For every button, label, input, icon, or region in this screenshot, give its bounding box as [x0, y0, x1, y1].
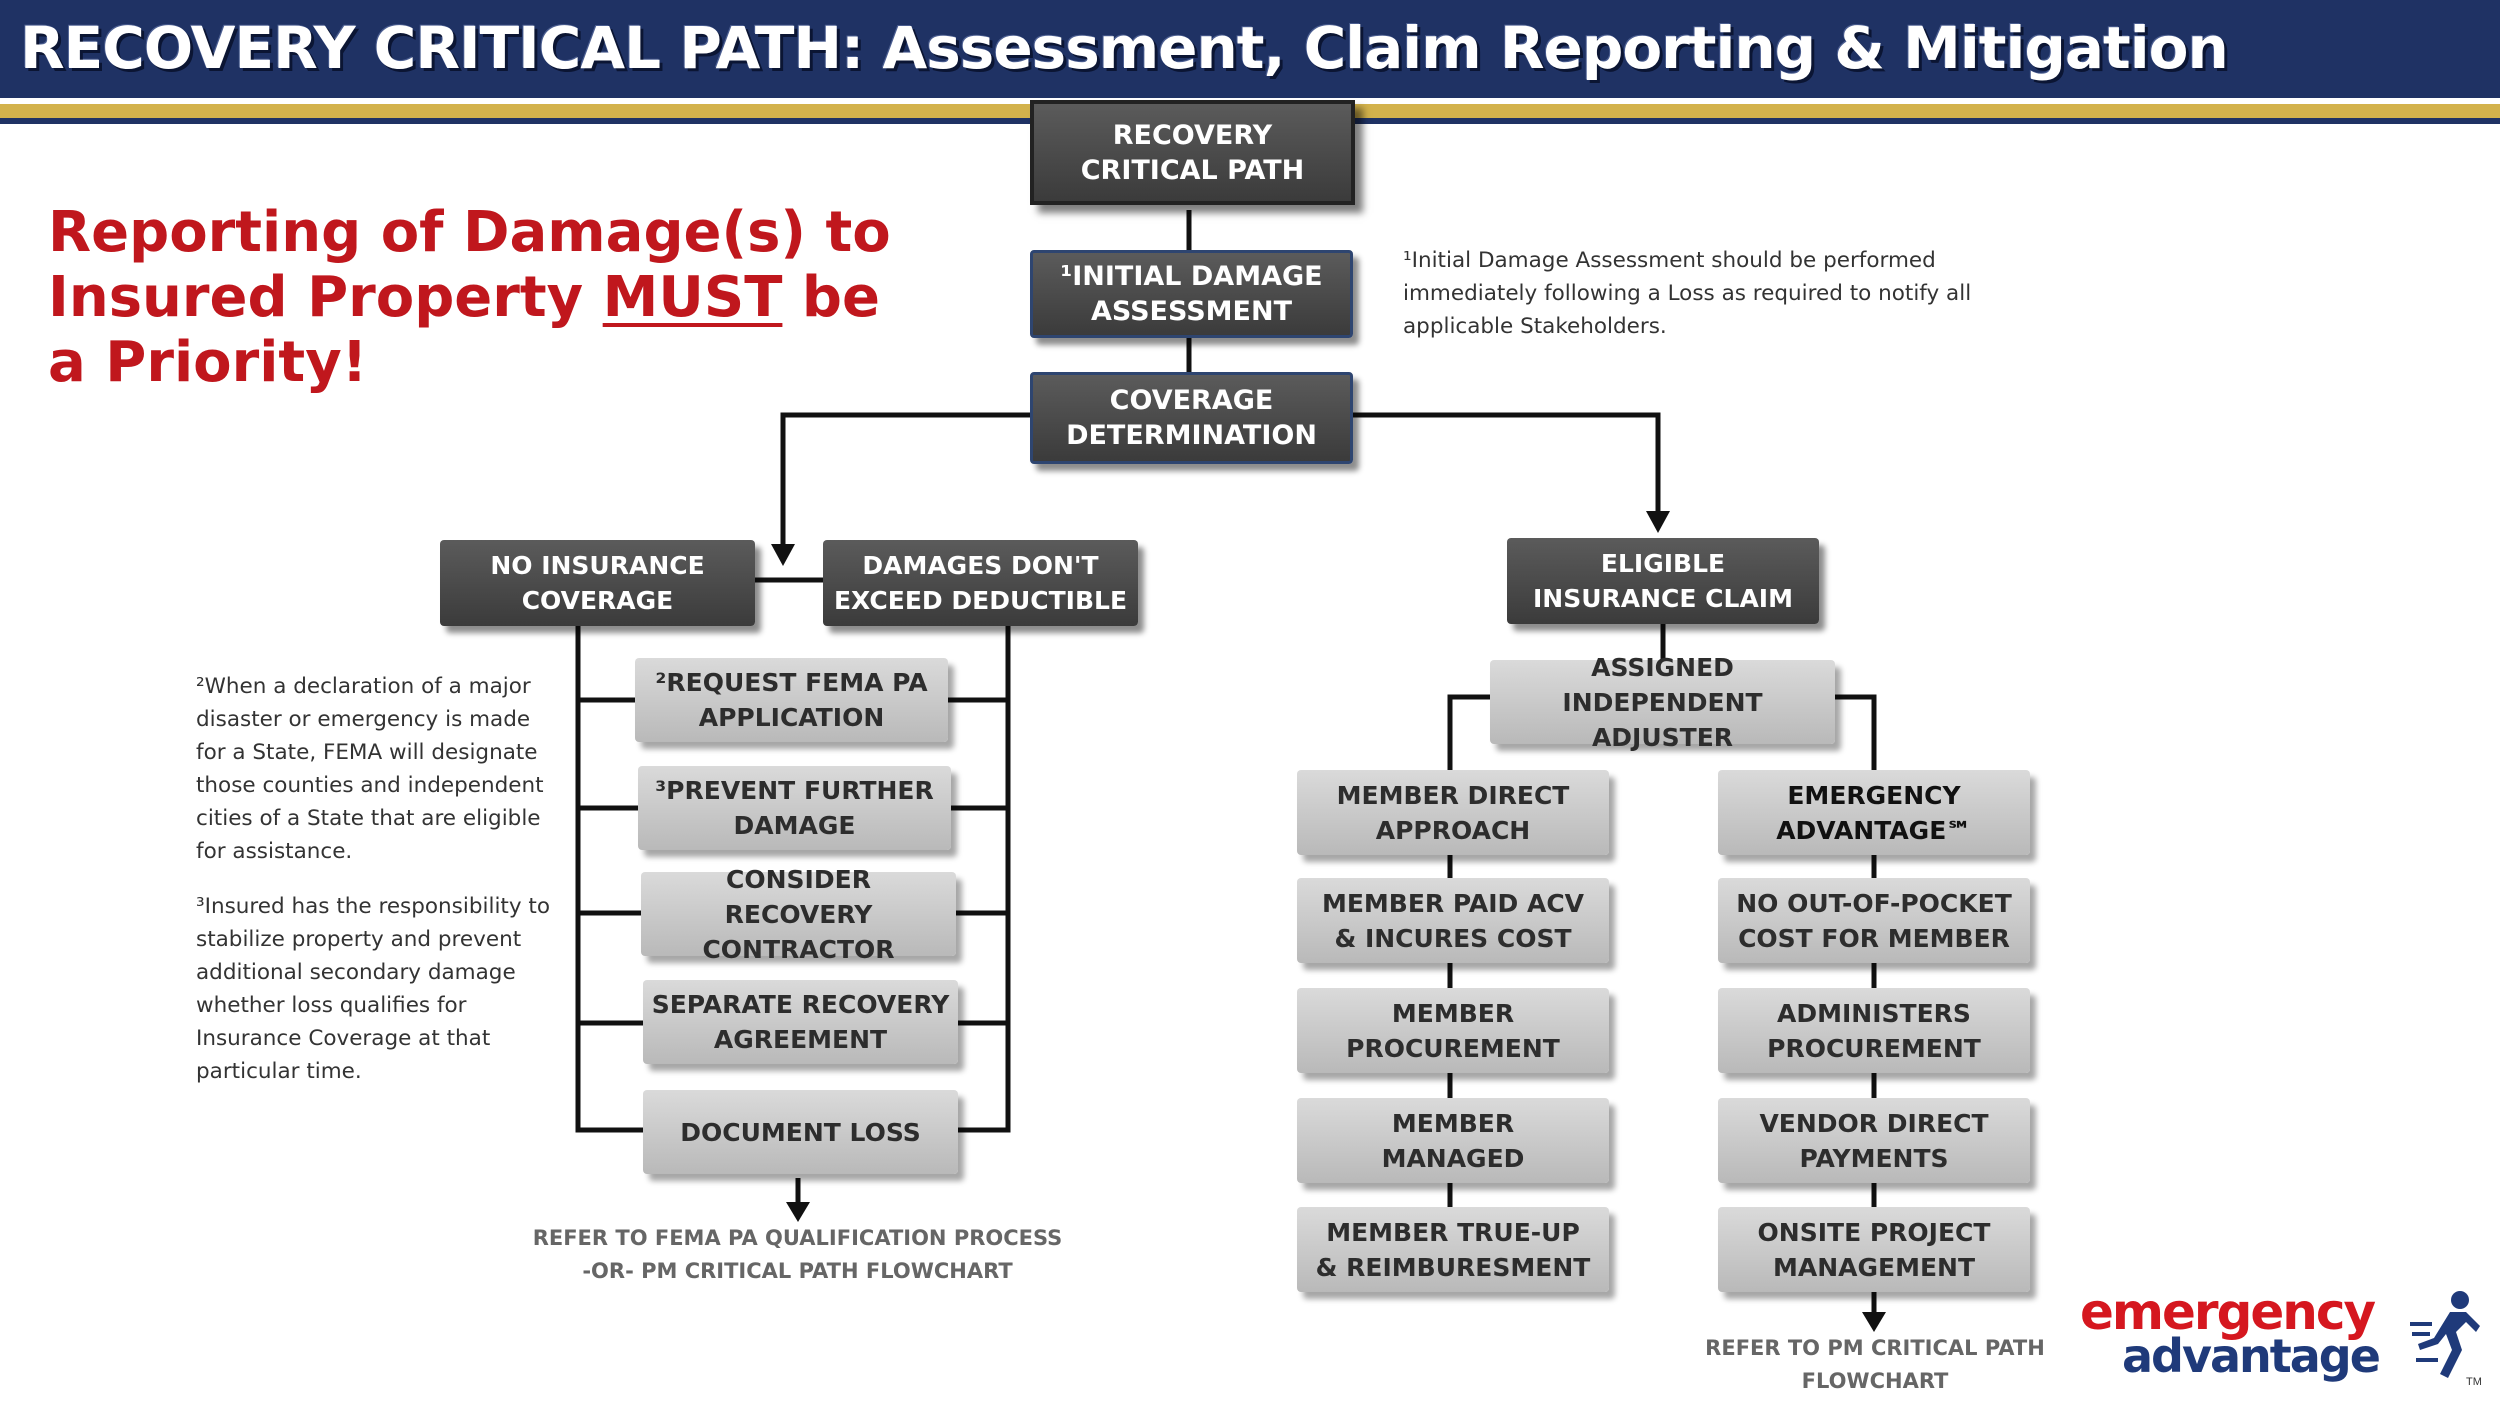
arrow-onsite-refer [1862, 1312, 1886, 1332]
eligible-insurance-claim-box: ELIGIBLE INSURANCE CLAIM [1507, 538, 1819, 624]
recovery-critical-path-box: RECOVERY CRITICAL PATH [1030, 100, 1355, 205]
member-true-up-box: MEMBER TRUE-UP & REIMBURESMENT [1297, 1207, 1609, 1292]
refer-pm-flowchart: REFER TO PM CRITICAL PATH FLOWCHART [1705, 1336, 2045, 1393]
logo-text-advantage: advantage [2122, 1329, 2381, 1383]
connector-coverage-right [1352, 412, 1661, 515]
page-title: RECOVERY CRITICAL PATH: Assessment, Clai… [20, 14, 2229, 82]
note-fema-declaration: ²When a declaration of a major disaster … [196, 674, 544, 864]
logo-trademark: TM [2466, 1376, 2482, 1388]
connector-left-bus [575, 625, 648, 1133]
logo-text-emergency: emergency [2080, 1283, 2376, 1341]
priority-callout: Reporting of Damage(s) to Insured Proper… [48, 200, 908, 395]
connector-right-bus [945, 625, 1011, 1133]
connector-coverage-left [780, 412, 1030, 548]
connector-adjuster-right [1832, 694, 1877, 770]
refer-fema-pm-flowchart: REFER TO FEMA PA QUALIFICATION PROCESS -… [532, 1226, 1063, 1283]
member-managed-box: MEMBER MANAGED [1297, 1098, 1609, 1183]
priority-line-1: Reporting of Damage(s) to [48, 200, 891, 265]
arrow-document-refer [786, 1202, 810, 1222]
initial-damage-assessment-box: ¹INITIAL DAMAGE ASSESSMENT [1030, 250, 1353, 338]
emergency-advantage-box: EMERGENCY ADVANTAGE℠ [1718, 770, 2030, 855]
onsite-project-management-box: ONSITE PROJECT MANAGEMENT [1718, 1207, 2030, 1292]
priority-line-2: Insured Property MUST be [48, 265, 908, 330]
prevent-further-damage-box: ³PREVENT FURTHER DAMAGE [638, 766, 951, 850]
priority-line-2-pre: Insured Property [48, 265, 603, 330]
must-emphasis: MUST [602, 265, 783, 330]
priority-line-3: a Priority! [48, 330, 368, 395]
consider-recovery-contractor-box: CONSIDER RECOVERY CONTRACTOR [641, 865, 956, 964]
note-insured-responsibility: ³Insured has the responsibility to stabi… [196, 894, 550, 1084]
emergency-advantage-logo: emergency advantage TM [2080, 1284, 2482, 1388]
separate-recovery-agreement-box: SEPARATE RECOVERY AGREEMENT [643, 980, 958, 1064]
coverage-determination-box: COVERAGE DETERMINATION [1030, 372, 1353, 464]
vendor-direct-payments-box: VENDOR DIRECT PAYMENTS [1718, 1098, 2030, 1183]
note-initial-assessment: ¹Initial Damage Assessment should be per… [1403, 248, 1972, 339]
arrow-left-branch [771, 544, 795, 566]
document-loss-box: DOCUMENT LOSS [643, 1090, 958, 1174]
priority-line-2-post: be [782, 265, 880, 330]
member-direct-approach-box: MEMBER DIRECT APPROACH [1297, 770, 1609, 855]
header-bar: RECOVERY CRITICAL PATH: Assessment, Clai… [0, 0, 2500, 98]
running-figure-icon [2410, 1291, 2480, 1378]
member-paid-acv-box: MEMBER PAID ACV & INCURES COST [1297, 878, 1609, 963]
assigned-independent-adjuster-box: ASSIGNED INDEPENDENT ADJUSTER [1490, 653, 1835, 752]
connector-adjuster-left [1447, 694, 1492, 770]
administers-procurement-box: ADMINISTERS PROCUREMENT [1718, 988, 2030, 1073]
no-out-of-pocket-box: NO OUT-OF-POCKET COST FOR MEMBER [1718, 878, 2030, 963]
member-procurement-box: MEMBER PROCUREMENT [1297, 988, 1609, 1073]
arrow-right-branch [1646, 511, 1670, 533]
request-fema-pa-box: ²REQUEST FEMA PA APPLICATION [635, 658, 948, 742]
damages-dont-exceed-deductible-box: DAMAGES DON'T EXCEED DEDUCTIBLE [823, 540, 1138, 626]
no-insurance-coverage-box: NO INSURANCE COVERAGE [440, 540, 755, 626]
